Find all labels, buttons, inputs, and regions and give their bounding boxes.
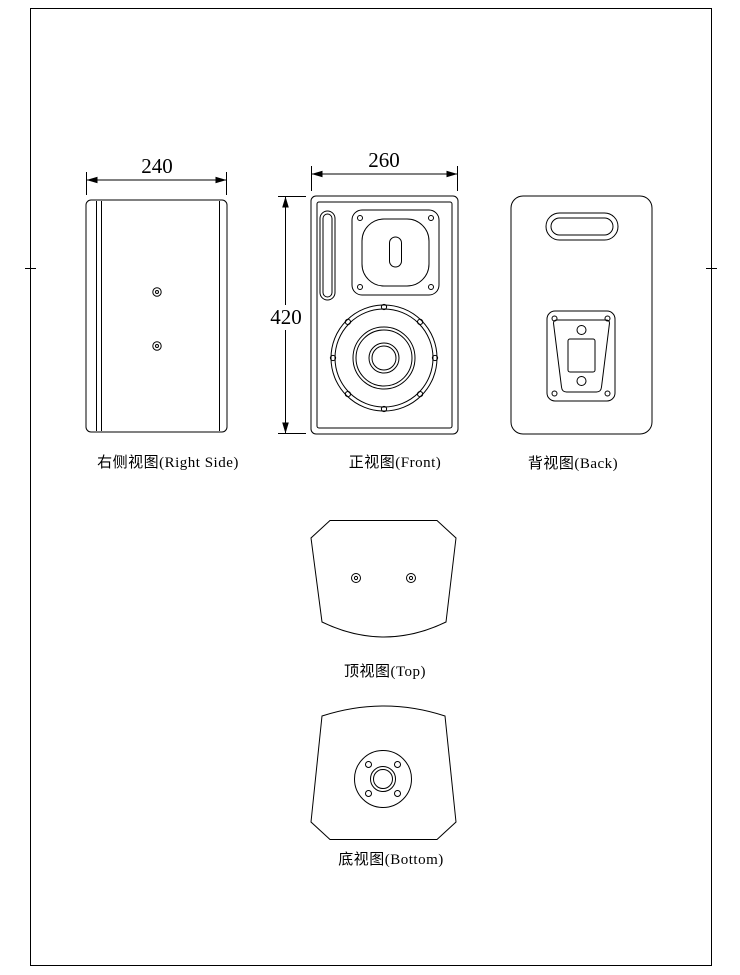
pole-mount-socket (354, 750, 412, 808)
tweeter-screw (428, 284, 434, 290)
tweeter-screw (357, 284, 363, 290)
bottom-view-label: 底视图(Bottom) (338, 852, 444, 868)
plate-screw (604, 390, 611, 397)
tweeter-horn (351, 209, 440, 296)
dimension-240-lines (86, 172, 227, 195)
dimension-side-width: 240 (141, 154, 173, 178)
handle-cutout (545, 212, 619, 241)
pole-mount-screw (365, 790, 372, 797)
tweeter-screw (357, 215, 363, 221)
top-screw-left (351, 573, 361, 583)
side-screw-bottom (152, 341, 162, 351)
back-view-drawing (510, 195, 653, 435)
dish-screw-bottom (576, 376, 587, 386)
speakon-socket (567, 338, 596, 373)
back-cabinet-outline (510, 195, 653, 435)
connector-plate (546, 310, 616, 402)
bottom-view-drawing (310, 705, 457, 840)
side-screw-top (152, 287, 162, 297)
port-slot (319, 210, 336, 301)
bottom-outline (310, 705, 457, 840)
connector-dish (553, 319, 610, 393)
right-side-view-label: 右侧视图(Right Side) (97, 455, 239, 471)
woofer-screw (344, 318, 351, 325)
dish-screw-top (576, 325, 587, 335)
right-side-view-drawing (85, 172, 228, 433)
plate-screw (551, 390, 558, 397)
woofer (329, 303, 439, 413)
woofer-screw (344, 391, 351, 398)
woofer-screw (417, 318, 424, 325)
side-cabinet-outline (85, 199, 228, 433)
back-view-label: 背视图(Back) (527, 456, 619, 472)
top-view-drawing (310, 520, 457, 638)
top-outline (310, 520, 457, 638)
dimension-front-height: 420 (267, 305, 305, 330)
front-view-label: 正视图(Front) (348, 455, 442, 471)
woofer-screw (329, 354, 337, 362)
tweeter-screw (428, 215, 434, 221)
pole-mount-screw (394, 761, 401, 768)
woofer-screw (431, 354, 439, 362)
front-view-drawing (278, 166, 459, 435)
pole-mount-screw (394, 790, 401, 797)
front-cabinet-outline (310, 195, 459, 435)
top-screw-right (406, 573, 416, 583)
woofer-screw (380, 303, 388, 311)
woofer-screw (417, 391, 424, 398)
dimension-260-lines (311, 166, 458, 191)
top-view-label: 顶视图(Top) (343, 664, 427, 680)
sheet-border (30, 8, 712, 966)
woofer-screw (380, 405, 388, 413)
front-baffle-outline (316, 201, 453, 429)
pole-mount-screw (365, 761, 372, 768)
plate-screw (604, 315, 611, 322)
dimension-front-width: 260 (368, 148, 400, 172)
